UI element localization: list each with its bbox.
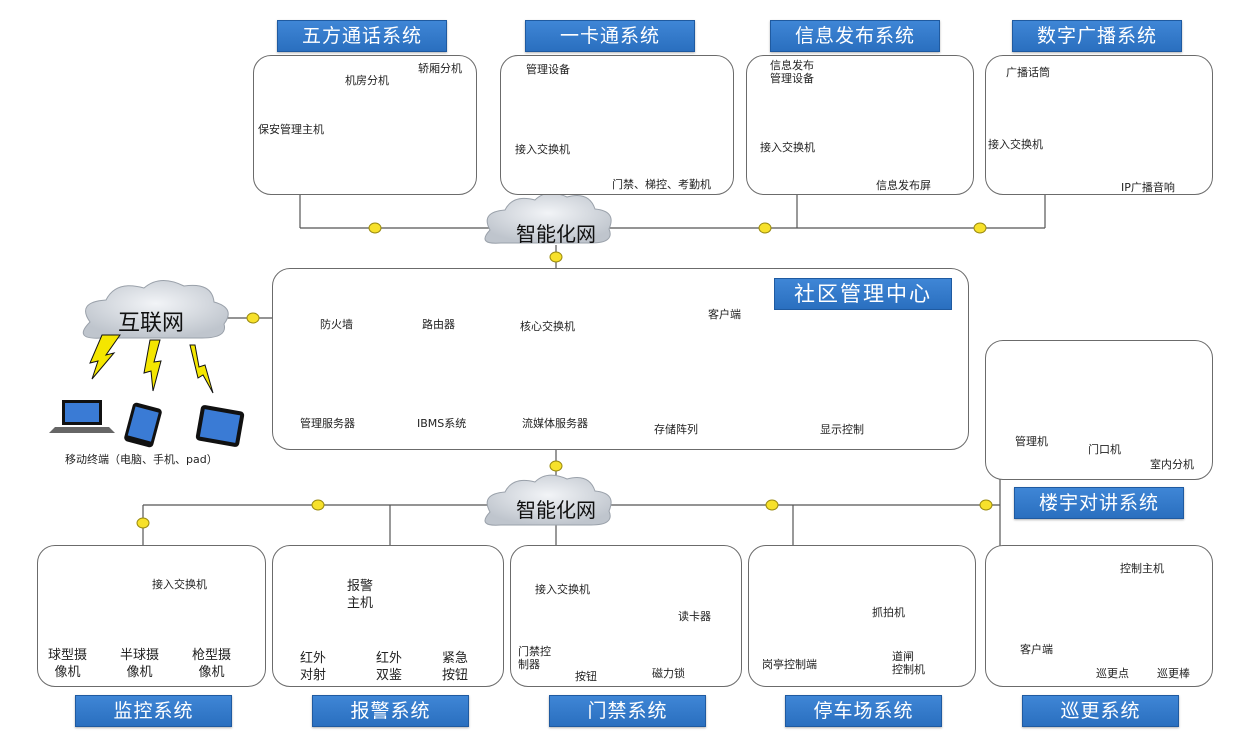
center-title: 社区管理中心 (774, 278, 952, 310)
monitor-switch-label: 接入交换机 (152, 578, 207, 591)
info-switch-label: 接入交换机 (760, 141, 815, 154)
patrol-point-label: 巡更点 (1096, 667, 1129, 680)
info-screen-label: 信息发布屏 (876, 179, 931, 192)
card-title: 一卡通系统 (525, 20, 695, 52)
core-switch-label: 核心交换机 (520, 320, 575, 333)
emergency-button-label: 紧急 按钮 (442, 651, 469, 683)
door-access-title: 门禁系统 (549, 695, 706, 727)
booth-label: 岗亭控制端 (762, 658, 817, 671)
door-access-panel (510, 545, 742, 687)
internet-label: 互联网 (118, 311, 185, 336)
patrol-client-label: 客户端 (1020, 643, 1053, 656)
indoor-unit-label: 室内分机 (1150, 458, 1194, 471)
mobile-label: 移动终端（电脑、手机、pad） (65, 453, 218, 466)
security-host-label: 保安管理主机 (258, 123, 324, 136)
mic-label: 广播话筒 (1006, 66, 1050, 79)
intercom-mgmt-label: 管理机 (1015, 435, 1048, 448)
client-label: 客户端 (708, 308, 741, 321)
info-pub-title: 信息发布系统 (770, 20, 940, 52)
monitor-panel (37, 545, 266, 687)
storage-label: 存储阵列 (654, 423, 698, 436)
mgmt-server-label: 管理服务器 (300, 417, 355, 430)
card-access-items-label: 门禁、梯控、考勤机 (612, 178, 711, 191)
ir-dual-label: 红外 双鉴 (376, 651, 403, 683)
reader-label: 读卡器 (678, 610, 711, 623)
mag-lock-label: 磁力锁 (652, 667, 685, 680)
speaker-label: IP广播音响 (1121, 181, 1175, 194)
ibms-label: IBMS系统 (417, 417, 467, 430)
button-label: 按钮 (575, 670, 597, 683)
door-unit-label: 门口机 (1088, 443, 1121, 456)
five-party-panel (253, 55, 477, 195)
bullet-camera-label: 枪型摄 像机 (192, 648, 232, 680)
card-mgmt-label: 管理设备 (526, 63, 570, 76)
monitor-title: 监控系统 (75, 695, 232, 727)
patrol-panel (985, 545, 1213, 687)
half-dome-camera-label: 半球摄 像机 (120, 648, 160, 680)
info-mgmt-label: 信息发布 管理设备 (770, 59, 814, 85)
door-switch-label: 接入交换机 (535, 583, 590, 596)
dome-camera-label: 球型摄 像机 (48, 648, 88, 680)
intercom-title: 楼宇对讲系统 (1014, 487, 1184, 519)
display-label: 显示控制 (820, 423, 864, 436)
network-bottom-label: 智能化网 (516, 498, 596, 522)
broadcast-panel (985, 55, 1213, 195)
intercom-panel (985, 340, 1213, 480)
firewall-label: 防火墙 (320, 318, 353, 331)
broadcast-switch-label: 接入交换机 (988, 138, 1043, 151)
stream-server-label: 流媒体服务器 (522, 417, 588, 430)
machine-room-label: 机房分机 (345, 74, 389, 87)
parking-title: 停车场系统 (785, 695, 942, 727)
parking-panel (748, 545, 976, 687)
patrol-stick-label: 巡更棒 (1157, 667, 1190, 680)
ir-beam-label: 红外 对射 (300, 651, 327, 683)
patrol-title: 巡更系统 (1022, 695, 1179, 727)
alarm-panel (272, 545, 504, 687)
patrol-ctrl-host-label: 控制主机 (1120, 562, 1164, 575)
gate-label: 道闸 控制机 (892, 650, 925, 676)
alarm-title: 报警系统 (312, 695, 469, 727)
door-controller-label: 门禁控 制器 (518, 645, 551, 671)
broadcast-title: 数字广播系统 (1012, 20, 1182, 52)
card-switch-label: 接入交换机 (515, 143, 570, 156)
car-label: 轿厢分机 (418, 62, 462, 75)
info-pub-panel (746, 55, 974, 195)
five-party-title: 五方通话系统 (277, 20, 447, 52)
network-top-label: 智能化网 (516, 222, 596, 246)
router-label: 路由器 (422, 318, 455, 331)
capture-label: 抓拍机 (872, 606, 905, 619)
card-panel (500, 55, 734, 195)
alarm-host-label: 报警 主机 (347, 579, 374, 611)
